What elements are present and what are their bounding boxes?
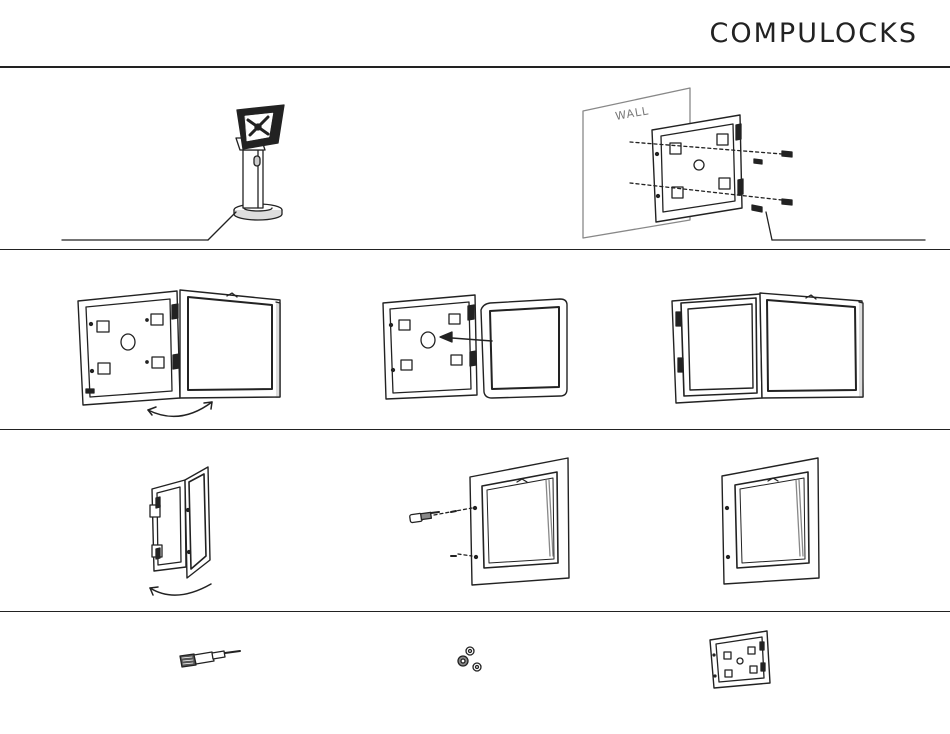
screws-and-washers-part bbox=[458, 647, 481, 671]
open-enclosure-illustration bbox=[78, 290, 280, 416]
stand-mount-illustration bbox=[62, 105, 284, 240]
enclosure-with-tablet-illustration bbox=[672, 293, 863, 403]
insert-key-screw-illustration bbox=[410, 458, 569, 585]
wall-mount-illustration: WALL bbox=[583, 88, 925, 240]
security-key-part bbox=[180, 651, 240, 667]
enclosure-part bbox=[710, 631, 770, 688]
closed-enclosure-illustration bbox=[722, 458, 819, 584]
insert-tablet-illustration bbox=[383, 295, 567, 399]
close-enclosure-illustration bbox=[150, 467, 211, 595]
